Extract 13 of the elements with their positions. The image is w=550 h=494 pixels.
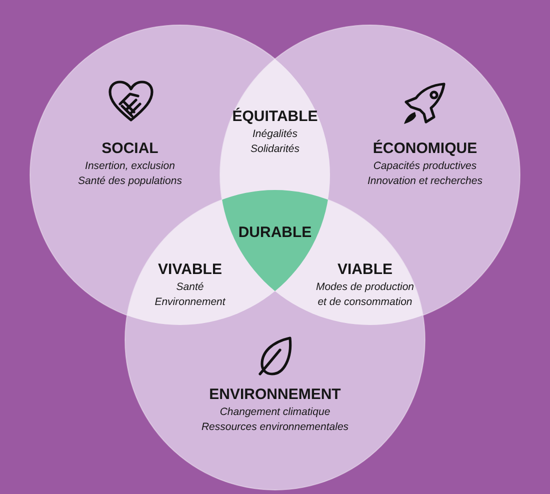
region-description: Capacités productives Innovation et recherches xyxy=(366,159,484,189)
region-description: Santé Environnement xyxy=(154,280,227,310)
region-title: SOCIAL xyxy=(100,140,160,157)
region-description: Modes de production et de consommation xyxy=(314,280,416,310)
region-description: Insertion, exclusion Santé des populations xyxy=(77,159,183,189)
region-title: VIABLE xyxy=(336,261,394,278)
region-description: Changement climatique Ressources environnementales xyxy=(200,405,350,435)
region-title: ÉQUITABLE xyxy=(231,108,319,125)
region-title: VIVABLE xyxy=(157,261,223,278)
region-title: ENVIRONNEMENT xyxy=(208,386,342,403)
region-title: DURABLE xyxy=(237,224,313,241)
region-title: ÉCONOMIQUE xyxy=(372,140,478,157)
region-description: Inégalités Solidarités xyxy=(249,127,301,157)
